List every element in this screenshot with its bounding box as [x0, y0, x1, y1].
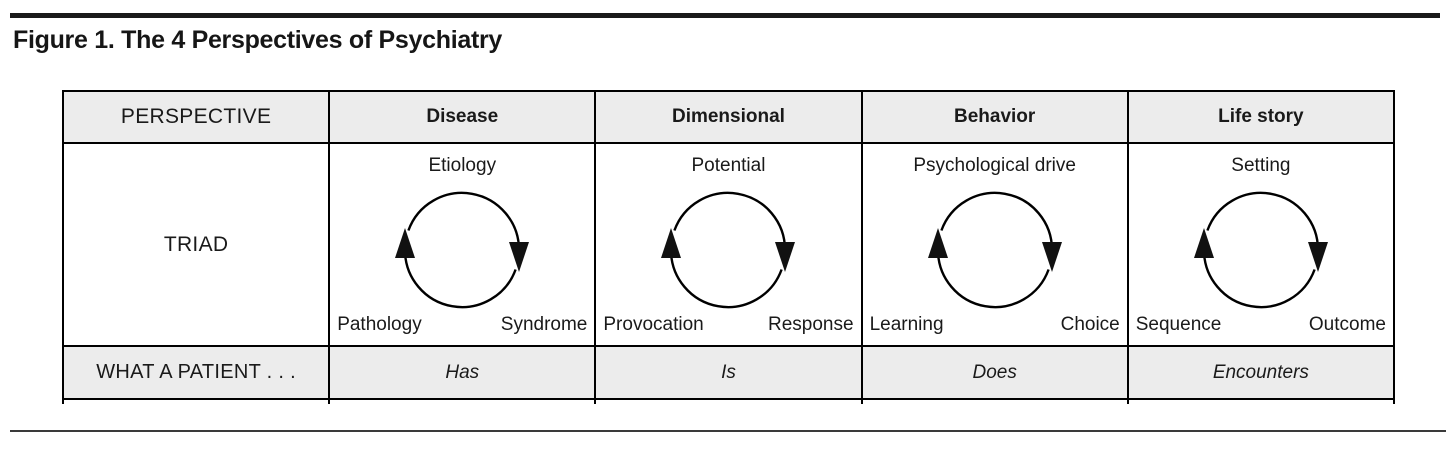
top-divider-rule: [10, 13, 1440, 18]
patient-value-disease: Has: [328, 345, 597, 400]
triad-row-label: TRIAD: [61, 142, 331, 347]
perspectives-table: PERSPECTIVE Disease Dimensional Behavior…: [61, 90, 1396, 400]
column-header-disease: Disease: [328, 90, 597, 144]
triad-top-label: Psychological drive: [913, 155, 1076, 176]
patient-value-life-story: Encounters: [1126, 345, 1396, 400]
column-header-life-story: Life story: [1126, 90, 1396, 144]
header-row: PERSPECTIVE Disease Dimensional Behavior…: [61, 90, 1396, 144]
table-border-stub: [327, 400, 330, 404]
table-border-stub: [62, 400, 64, 404]
triad-top-label: Etiology: [428, 155, 497, 176]
triad-cell-life-story: Setting Sequence Outcome: [1126, 142, 1396, 347]
column-header-dimensional: Dimensional: [594, 90, 863, 144]
cropped-next-row-stubs: [62, 400, 1395, 404]
figure-title: Figure 1. The 4 Perspectives of Psychiat…: [13, 26, 502, 54]
cycle-arrows-icon: [1193, 191, 1328, 309]
patient-row: WHAT A PATIENT . . . Has Is Does Encount…: [61, 345, 1396, 400]
triad-top-label: Potential: [691, 155, 766, 176]
triad-bottom-right-label: Choice: [1060, 314, 1120, 335]
table-border-stub: [1127, 400, 1130, 404]
triad-cell-disease: Etiology Pathology Syndrome: [328, 142, 597, 347]
table-border-stub: [1393, 400, 1395, 404]
cycle-arrows-icon: [927, 191, 1062, 309]
triad-bottom-right-label: Outcome: [1308, 314, 1386, 335]
triad-bottom-left-label: Learning: [869, 314, 944, 335]
triad-bottom-right-label: Response: [768, 314, 854, 335]
cycle-arrows-icon: [395, 191, 530, 309]
triad-bottom-left-label: Pathology: [337, 314, 422, 335]
triad-top-label: Setting: [1231, 155, 1291, 176]
triad-cell-behavior: Psychological drive Learning Choice: [860, 142, 1129, 347]
triad-bottom-right-label: Syndrome: [500, 314, 588, 335]
triad-bottom-left-label: Provocation: [603, 314, 704, 335]
bottom-divider-rule: [10, 430, 1446, 432]
triad-bottom-left-label: Sequence: [1135, 314, 1222, 335]
cycle-arrows-icon: [661, 191, 796, 309]
table-border-stub: [860, 400, 863, 404]
triad-row: TRIAD Etiology Pathology Syndrome Potent…: [61, 142, 1396, 347]
triad-cell-dimensional: Potential Provocation Response: [594, 142, 863, 347]
patient-row-label: WHAT A PATIENT . . .: [61, 345, 331, 400]
column-header-behavior: Behavior: [860, 90, 1129, 144]
patient-value-dimensional: Is: [594, 345, 863, 400]
patient-value-behavior: Does: [860, 345, 1129, 400]
table-border-stub: [594, 400, 597, 404]
perspective-header-cell: PERSPECTIVE: [61, 90, 331, 144]
